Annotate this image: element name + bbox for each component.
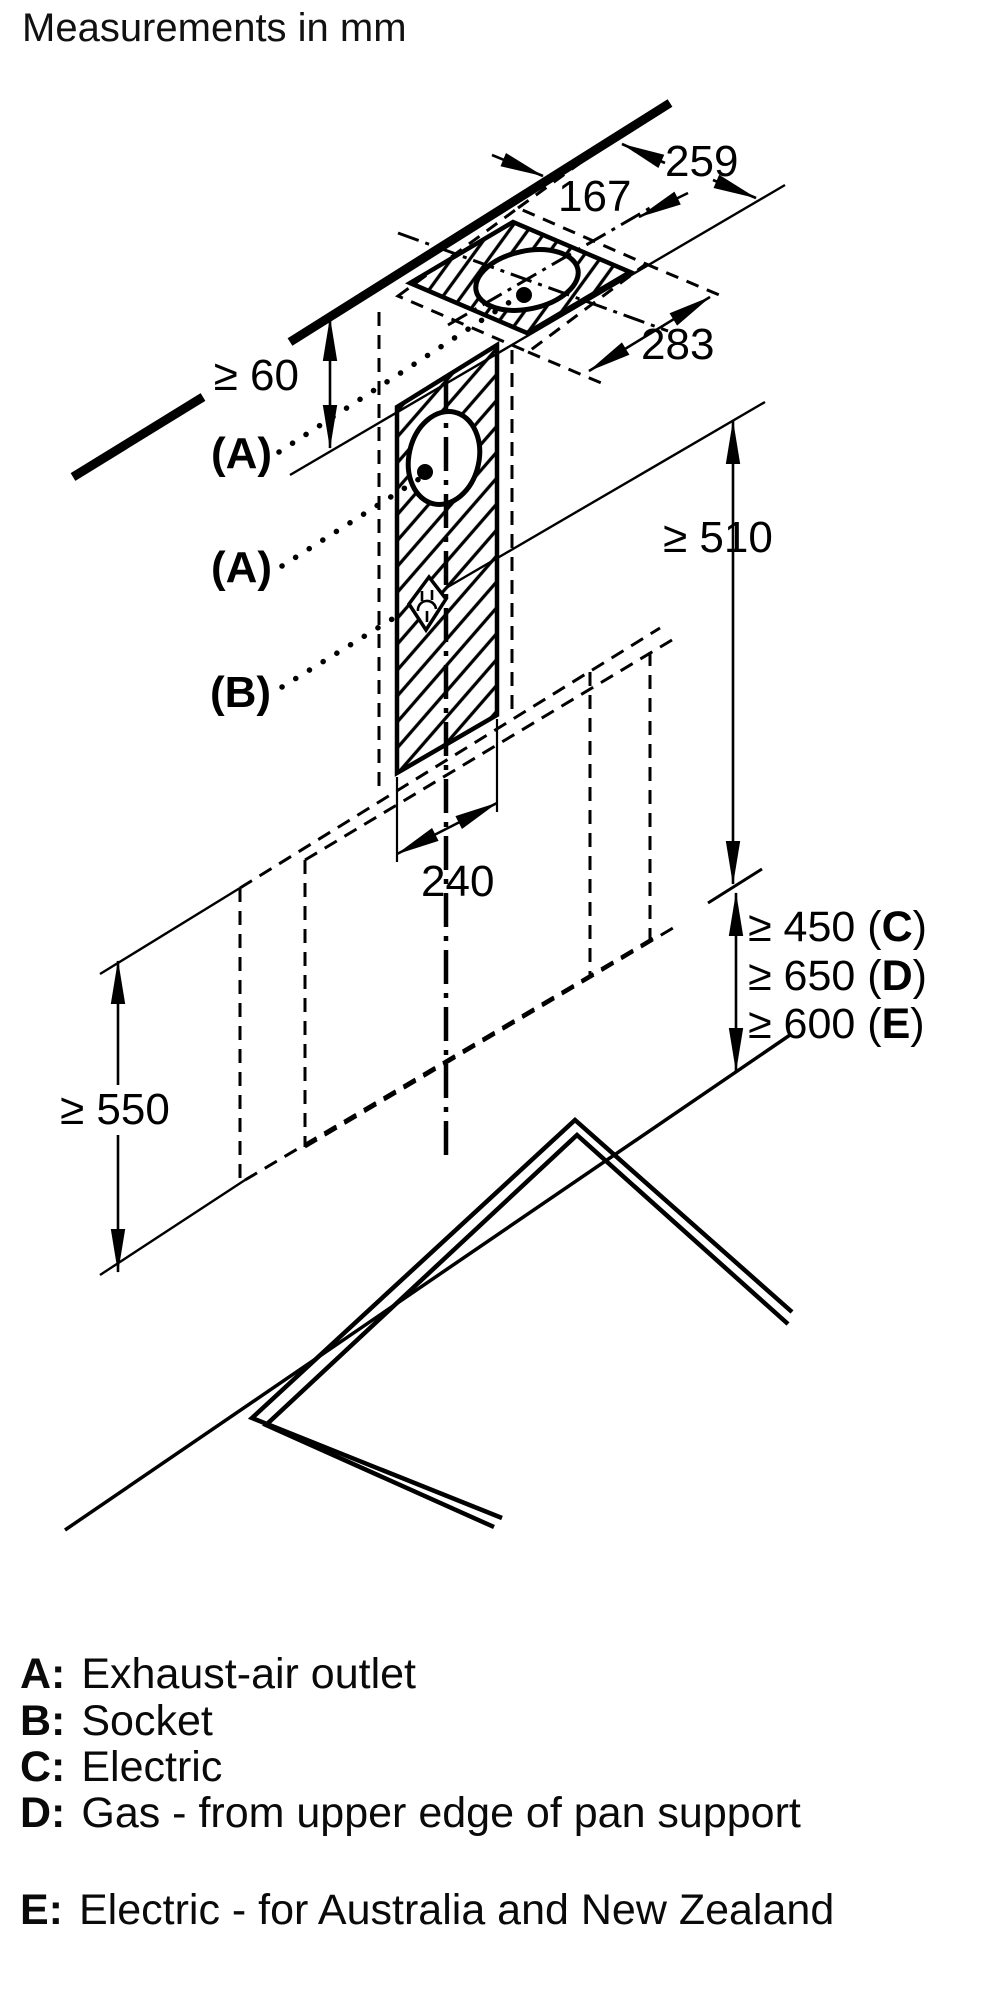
dim-cutout-depth: 283: [641, 320, 714, 369]
legend-item-gas: D: Gas - from upper edge of pan support: [20, 1789, 801, 1838]
callout-leaders: [276, 295, 519, 690]
legend-key: B:: [20, 1697, 66, 1745]
countertop: [64, 1033, 794, 1532]
callout-exhaust-wall: (A): [211, 543, 272, 592]
legend-text: Electric: [81, 1743, 223, 1791]
legend-key: E:: [20, 1886, 63, 1934]
ceiling-cutout-outline: [394, 138, 725, 387]
legend-item-electric: C: Electric: [20, 1743, 222, 1792]
legend-key: C:: [20, 1743, 66, 1791]
legend-text: Exhaust-air outlet: [81, 1650, 416, 1698]
legend-key: A:: [20, 1650, 66, 1698]
dim-outlet-width: 240: [421, 857, 494, 906]
legend-item-electric-anz: E: Electric - for Australia and New Zeala…: [20, 1886, 834, 1935]
dimension-lines: [110, 142, 763, 1273]
chimney-outline: [377, 312, 514, 792]
clearance-gas: ≥ 650 (D): [748, 952, 927, 1000]
clearance-electric: ≥ 450 (C): [748, 903, 927, 951]
ceiling-outlet-dot: [516, 287, 532, 303]
page-title: Measurements in mm: [22, 6, 407, 50]
callout-exhaust-top: (A): [211, 429, 272, 478]
legend-item-socket: B: Socket: [20, 1697, 213, 1746]
duct-cover-plate: [397, 206, 669, 336]
clearance-electric-anz: ≥ 600 (E): [748, 1000, 925, 1048]
legend-key: D:: [20, 1789, 66, 1837]
wall-outlet-dot: [417, 464, 433, 480]
legend-text: Socket: [81, 1697, 213, 1745]
dim-hob-clearance: ≥ 550: [60, 1085, 170, 1134]
legend-text: Electric - for Australia and New Zealand: [79, 1886, 835, 1934]
legend-item-exhaust: A: Exhaust-air outlet: [20, 1650, 416, 1699]
dim-chimney-height: ≥ 510: [663, 513, 773, 562]
legend-text: Gas - from upper edge of pan support: [81, 1789, 801, 1837]
dim-duct-depth: 259: [665, 137, 738, 186]
socket-symbol: [406, 574, 449, 634]
reference-lines: [289, 183, 786, 590]
dim-ceiling-gap: ≥ 60: [214, 351, 299, 400]
dim-duct-width: 167: [558, 172, 631, 221]
callout-socket: (B): [210, 668, 271, 717]
hood-outline: [99, 626, 679, 1277]
